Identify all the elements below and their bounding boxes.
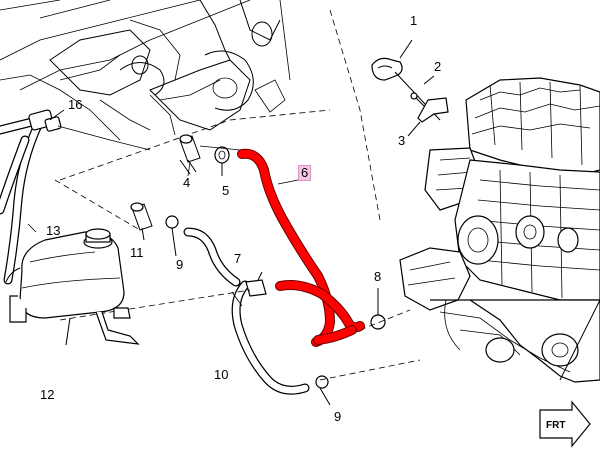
part-8-clamp [370, 288, 386, 330]
callout-9-upper: 9 [176, 257, 184, 272]
hose-6-highlighted [237, 148, 365, 347]
front-arrow-label: FRT [546, 420, 565, 431]
coolant-reservoir [5, 228, 140, 346]
callout-1: 1 [410, 13, 418, 28]
heater-pipe-assembly [0, 109, 151, 285]
part-9-clamp-upper [165, 215, 179, 257]
callout-9-lower: 9 [334, 409, 342, 424]
part-5-clamp [214, 146, 230, 176]
callout-3: 3 [398, 133, 406, 148]
hose-10 [183, 227, 310, 395]
part-7-clamp [245, 271, 267, 297]
callout-13: 13 [46, 223, 61, 238]
callout-7: 7 [234, 251, 242, 266]
callout-16: 16 [68, 97, 83, 112]
parts-1-2-3 [371, 39, 449, 137]
part-9-clamp-lower [315, 375, 331, 406]
body-structure [0, 0, 381, 231]
part-4-fitting [179, 134, 201, 175]
engine-assembly [399, 77, 600, 383]
callout-12: 12 [40, 387, 55, 402]
callout-11: 11 [130, 245, 144, 260]
callout-2: 2 [434, 59, 442, 74]
callout-6: 6 [298, 165, 312, 181]
callout-5: 5 [222, 183, 230, 198]
callout-8: 8 [374, 269, 382, 284]
assembly-lines [59, 145, 421, 381]
callout-4: 4 [183, 175, 191, 190]
callout-10: 10 [214, 367, 229, 382]
leader-lines [27, 109, 299, 307]
front-arrow-icon: FRT [539, 400, 591, 448]
part-11-fitting [130, 202, 153, 241]
